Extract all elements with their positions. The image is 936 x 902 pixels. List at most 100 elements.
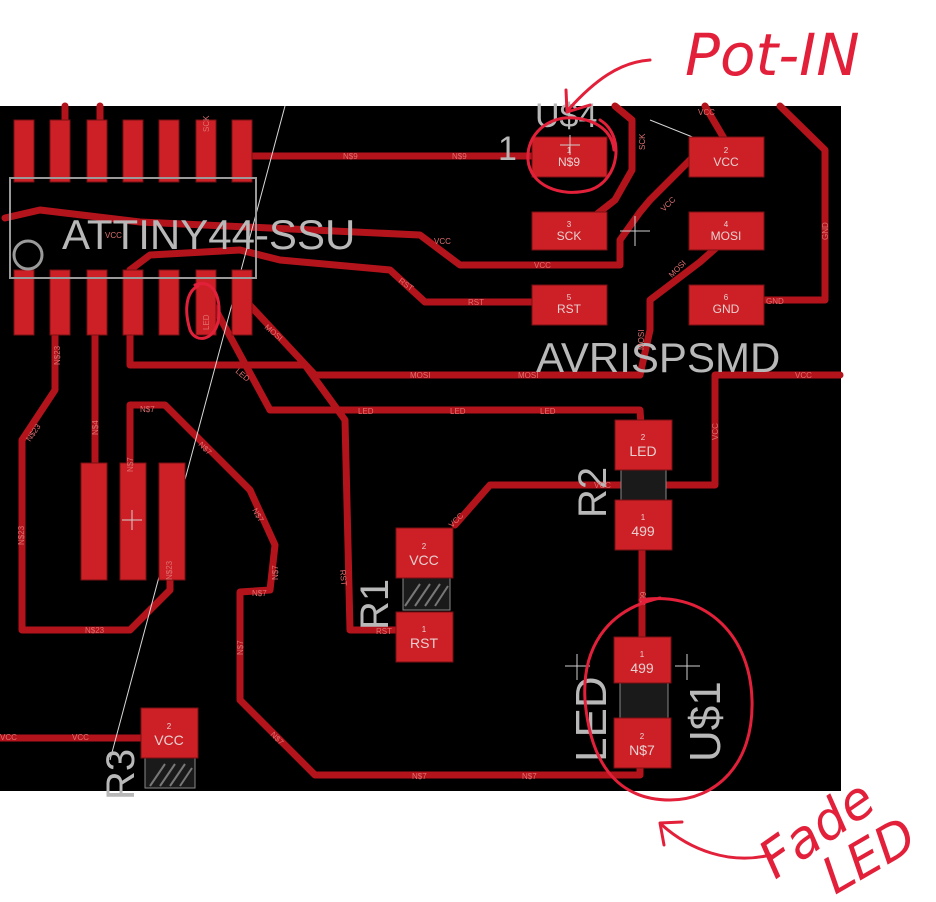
pot-in-note: Pot-IN [685,21,860,89]
r1-pads [395,527,454,663]
net-label-gnd: GND [766,297,784,306]
header-pad-5 [531,284,608,326]
led-pin-circle [185,282,221,340]
net-label-vcc: VCC [434,237,451,246]
net-label-vcc: VCC [594,481,611,490]
connector-pad [80,462,108,581]
net-label-led: LED [202,314,211,330]
ic-pin-label-sck: SCK [202,115,211,132]
r3-pad-2-net: VCC [154,732,184,748]
net-label-sck: SCK [638,133,647,150]
header-pad-1-net: N$9 [558,155,580,169]
net-label-n7: N$7 [140,405,155,414]
ic-pad [86,269,108,336]
r2-body [620,469,667,501]
ic-pad [49,119,71,183]
ic-pad [49,269,71,336]
hatch-line [179,767,193,787]
r2-ref: R2 [571,467,615,518]
led-name: LED [567,676,616,762]
net-label-gnd: GND [821,222,830,240]
net-label-n23: N$23 [165,560,174,580]
net-label-vcc: VCC [72,733,89,742]
net-label-n7: N$7 [236,640,245,655]
r1-pad-2-num: 2 [422,542,427,551]
r2-pad-2 [614,419,673,471]
r1-ref: R1 [353,579,397,630]
trace-n23 [18,296,174,634]
header-pin1-mark: 1 [498,130,517,168]
net-label-rst: RST [376,627,392,636]
net-label-vcc: VCC [0,733,17,742]
pot-in-circle [526,116,618,194]
header-pad-3 [531,211,608,251]
hatch-line [149,763,166,787]
trace-rst-r1 [126,266,424,634]
pot-in-arrow-head [564,88,592,114]
net-label-n9: N$9 [452,152,467,161]
header-pad-6 [688,284,765,326]
net-label-n23: N$23 [53,345,62,365]
ic-outline [9,177,257,279]
net-label-vcc: VCC [105,231,122,240]
r3-hatch [149,763,193,787]
ic-pad [122,119,144,183]
ic-pad [231,269,253,336]
ic-pad [13,269,35,336]
r3-pad-2-num: 2 [167,722,172,731]
net-label-n7: N$7 [271,565,280,580]
hatch-line [169,763,186,787]
ic-pad [158,269,180,336]
trace-mosi [241,236,729,379]
net-label-led: LED [540,407,556,416]
fade-led-circle [583,596,754,802]
trace-n7 [126,401,644,779]
header-pad-2-num: 2 [724,146,729,155]
ic-pad [195,119,217,183]
trace-rst [126,246,564,306]
led-pad-1-net: 499 [630,660,654,676]
net-label-n7: N$7 [522,772,537,781]
ic-name: ATTINY44-SSU [62,211,355,258]
connector-pad [119,462,147,581]
led-pad-2 [613,717,672,769]
header-pad-6-num: 6 [724,293,729,302]
header-pad-2-net: VCC [713,155,739,169]
hatch-line [434,585,449,607]
r3-ref: R3 [99,749,143,800]
hatch-line [424,583,441,607]
net-label-n7: N$7 [412,772,427,781]
led-pads [613,636,672,769]
r1-pad-1-net: RST [410,635,438,651]
trace-vcc-top [701,102,729,144]
r1-pad-1-num: 1 [422,625,427,634]
led-ref: U$1 [681,681,730,762]
ic-pin1-dot [12,239,44,271]
hatch-line [414,583,431,607]
annotation-layer [185,58,772,860]
led-pad-1-num: 1 [640,650,645,659]
r1-pad-1 [395,611,454,663]
led-body [619,682,669,719]
header-pad-3-net: SCK [557,229,582,243]
r1-pad-2-net: VCC [409,552,439,568]
connector-pads [80,462,186,581]
ic-pad [231,119,253,183]
header-pad-5-num: 5 [567,293,572,302]
r1-pad-2 [395,527,454,579]
header-pad-4 [688,211,765,251]
ic-pad [122,269,144,336]
trace-layer [0,102,844,779]
led-pad-2-net: N$7 [629,742,655,758]
net-label-n23: N$23 [85,626,105,635]
net-label-n7: N$7 [126,457,135,472]
header-name: AVRISPSMD [536,334,780,381]
net-label-vcc: VCC [711,423,720,440]
ic-pad [13,119,35,183]
net-label-n9: N$9 [343,152,358,161]
ic-pad [86,119,108,183]
hatch-line [404,583,421,607]
net-label-led: LED [450,407,466,416]
r2-pad-1-net: 499 [631,523,655,539]
